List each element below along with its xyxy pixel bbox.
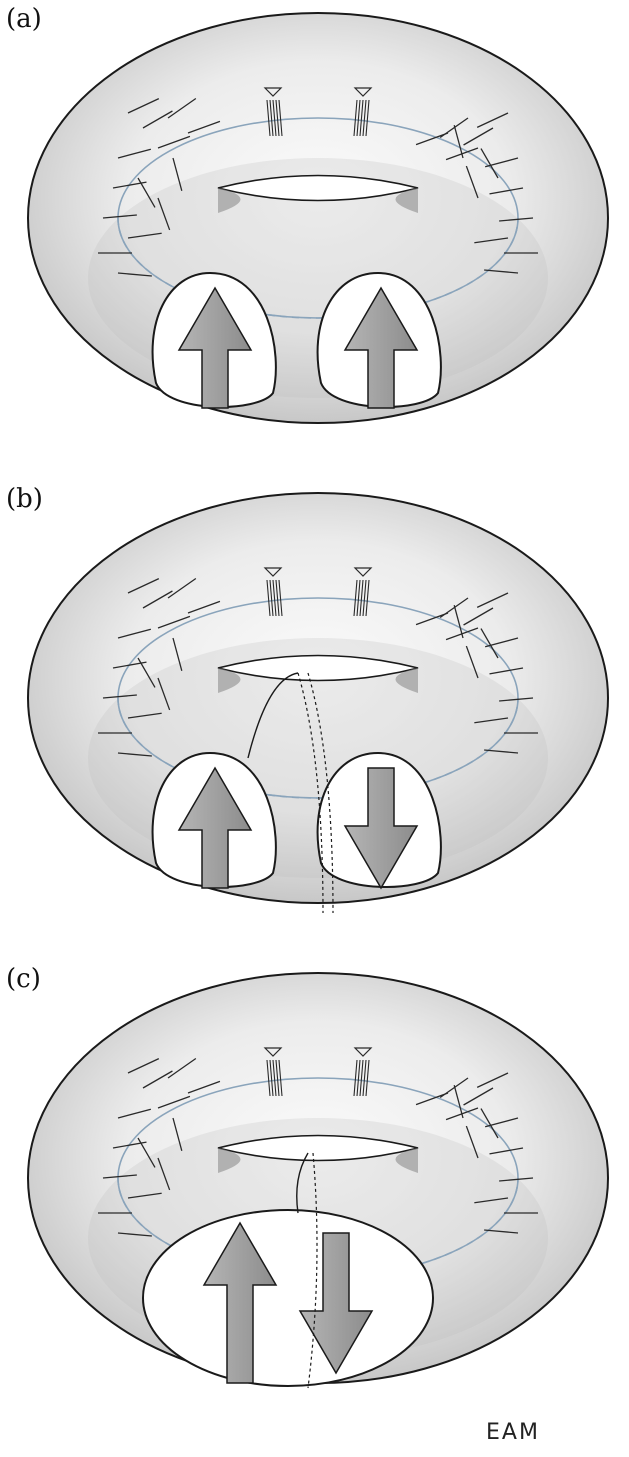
panel-label-b: (b) <box>6 484 43 514</box>
panel-label-c: (c) <box>6 964 41 994</box>
torus-panel-c <box>28 973 608 1388</box>
artist-signature: EAM <box>486 1420 540 1445</box>
merged-spin-bubble <box>143 1210 433 1386</box>
torus-panel-a <box>28 13 608 423</box>
torus-panel-b <box>28 493 608 913</box>
panel-label-a: (a) <box>6 4 42 34</box>
